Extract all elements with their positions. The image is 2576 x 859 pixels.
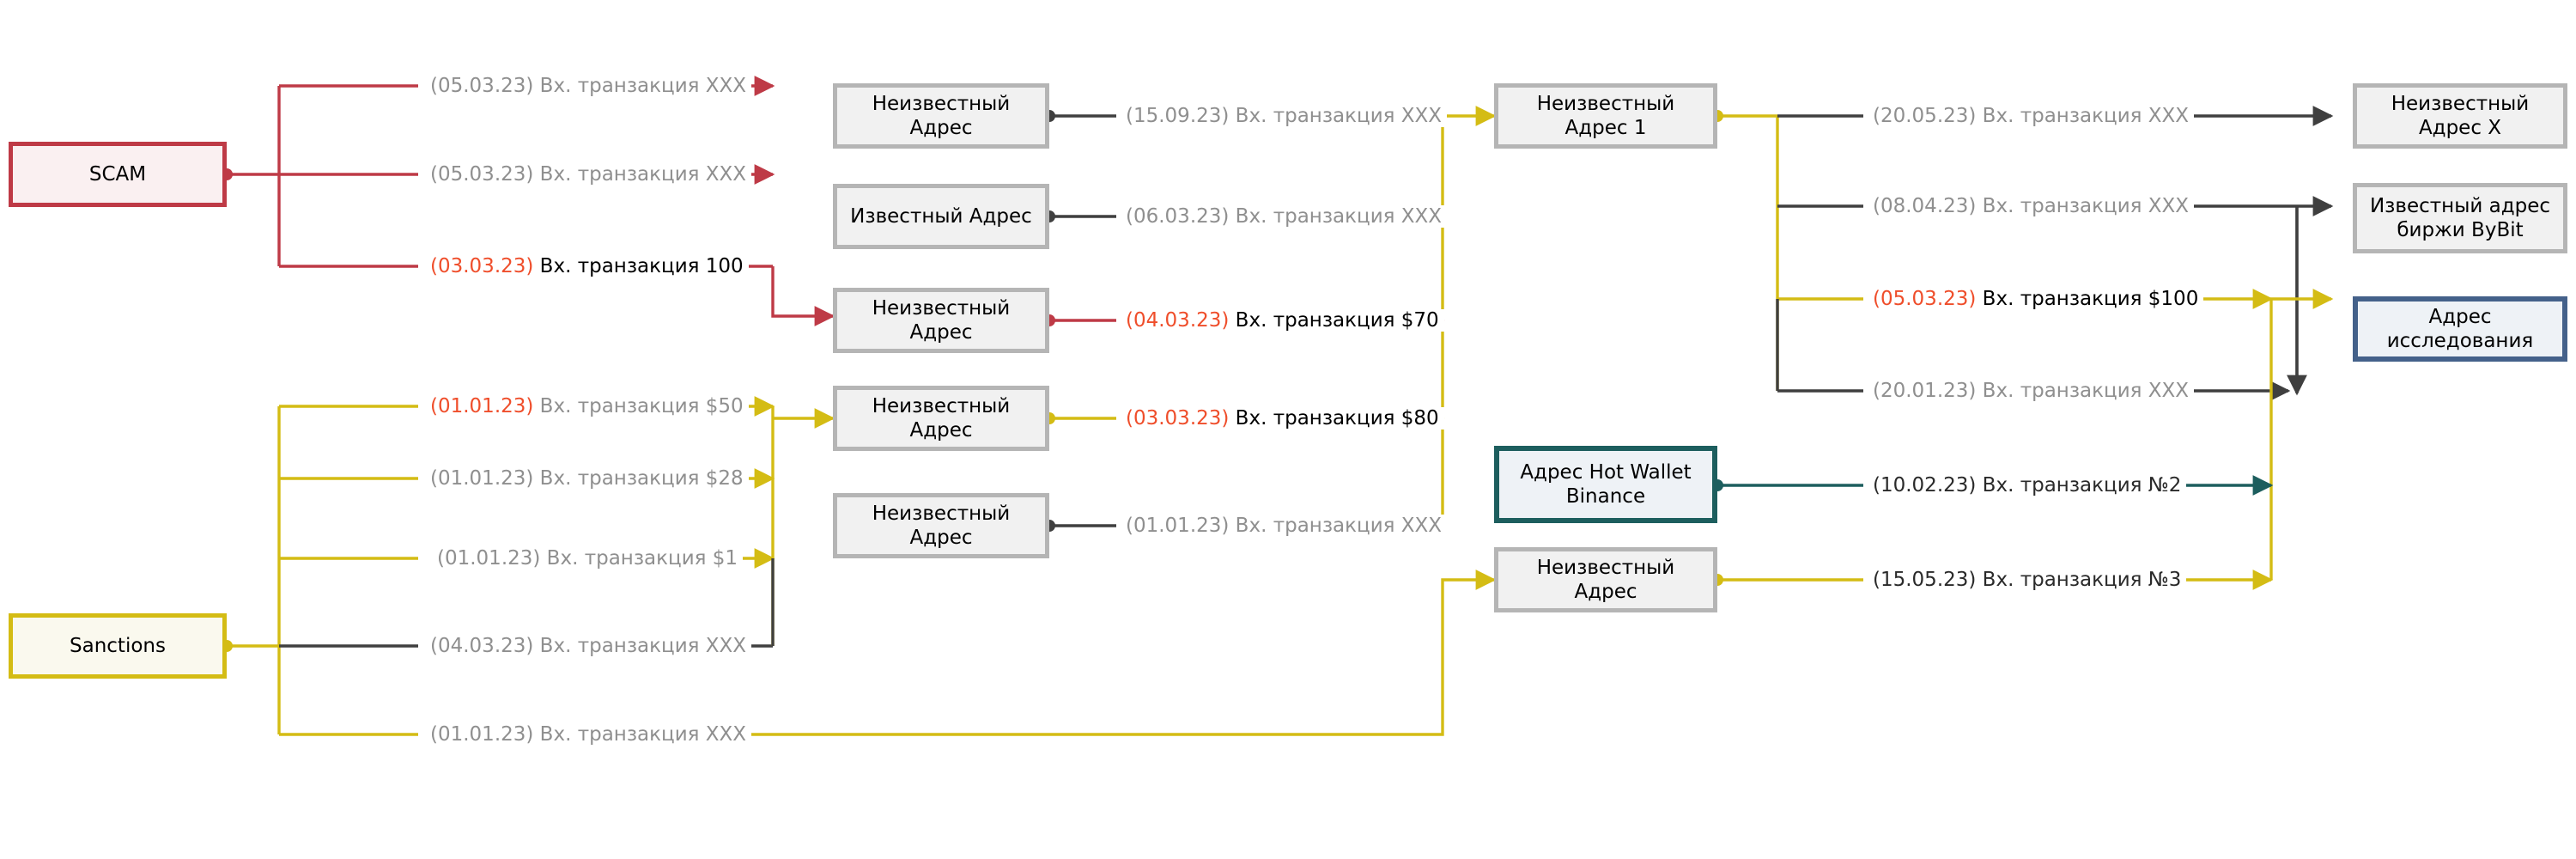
node-c4c[interactable]: Адрес исследования — [2353, 296, 2567, 362]
node-scam-label: SCAM — [88, 162, 147, 186]
node-c2a-label: Неизвестный Адрес — [872, 92, 1011, 139]
node-c2b-label: Известный Адрес — [850, 204, 1032, 228]
node-c3c[interactable]: Неизвестный Адрес — [1494, 547, 1717, 612]
edge-label-mid-4-text: Вх. транзакция $80 — [1229, 407, 1439, 430]
edge-label-right-2-text: Вх. транзакция XXX — [1976, 195, 2190, 217]
edge-label-right-2-date: (08.04.23) — [1873, 195, 1977, 217]
node-c4a[interactable]: Неизвестный Адрес X — [2353, 83, 2567, 149]
edge-label-right-1-text: Вх. транзакция XXX — [1976, 105, 2190, 127]
edge-label-mid-2: (06.03.23) Вх. транзакция XXX — [1121, 205, 1448, 228]
edge-label-right-6-date: (15.05.23) — [1873, 569, 1977, 591]
edge-label-scam-3-date: (03.03.23) — [430, 255, 534, 277]
edge-label-sanc-4: (04.03.23) Вх. транзакция XXX — [425, 635, 752, 657]
edge-label-mid-4: (03.03.23) Вх. транзакция $80 — [1121, 407, 1444, 430]
node-c3b-label: Адрес Hot Wallet Binance — [1520, 460, 1692, 508]
edge-label-scam-1-text: Вх. транзакция XXX — [533, 75, 747, 97]
edge-label-mid-5: (01.01.23) Вх. транзакция XXX — [1121, 515, 1448, 537]
edge-label-sanc-5: (01.01.23) Вх. транзакция XXX — [425, 723, 752, 746]
edge-label-mid-2-date: (06.03.23) — [1126, 205, 1230, 228]
node-c4b-label: Известный адрес биржи ByBit — [2369, 194, 2551, 241]
edge-label-mid-3: (04.03.23) Вх. транзакция $70 — [1121, 309, 1444, 332]
node-c2d-label: Неизвестный Адрес — [872, 394, 1011, 442]
edge-label-scam-3: (03.03.23) Вх. транзакция 100 — [425, 255, 749, 277]
edge-label-sanc-2-date: (01.01.23) — [430, 467, 534, 490]
node-c4c-label: Адрес исследования — [2386, 305, 2534, 352]
edge-label-mid-3-text: Вх. транзакция $70 — [1229, 309, 1439, 332]
edge-label-sanc-2-text: Вх. транзакция $28 — [533, 467, 744, 490]
edge-label-sanc-5-text: Вх. транзакция XXX — [533, 723, 747, 746]
edge-label-mid-2-text: Вх. транзакция XXX — [1229, 205, 1443, 228]
edge-label-right-4: (20.01.23) Вх. транзакция XXX — [1868, 380, 2195, 402]
edge-label-right-3: (05.03.23) Вх. транзакция $100 — [1868, 288, 2204, 310]
node-c3a-label: Неизвестный Адрес 1 — [1536, 92, 1675, 139]
node-sanctions[interactable]: Sanctions — [9, 613, 227, 679]
node-c2e-label: Неизвестный Адрес — [872, 502, 1011, 549]
edge-label-sanc-2: (01.01.23) Вх. транзакция $28 — [425, 467, 749, 490]
edge-label-scam-2-date: (05.03.23) — [430, 163, 534, 186]
edge-label-right-5-text: Вх. транзакция №2 — [1976, 474, 2182, 497]
edge-label-sanc-1: (01.01.23) Вх. транзакция $50 — [425, 395, 749, 417]
edge-label-sanc-3-text: Вх. транзакция $1 — [540, 547, 738, 570]
edge-label-scam-1: (05.03.23) Вх. транзакция XXX — [425, 75, 752, 97]
node-sanctions-label: Sanctions — [70, 634, 166, 657]
edge-label-right-1-date: (20.05.23) — [1873, 105, 1977, 127]
node-c2b[interactable]: Известный Адрес — [833, 184, 1049, 249]
edge-label-mid-1-text: Вх. транзакция XXX — [1229, 105, 1443, 127]
edge-label-sanc-1-date: (01.01.23) — [430, 395, 534, 417]
node-scam[interactable]: SCAM — [9, 142, 227, 207]
node-c4b[interactable]: Известный адрес биржи ByBit — [2353, 183, 2567, 253]
node-c4a-label: Неизвестный Адрес X — [2391, 92, 2530, 139]
edge-label-right-6: (15.05.23) Вх. транзакция №3 — [1868, 569, 2187, 591]
edge-label-mid-5-text: Вх. транзакция XXX — [1229, 515, 1443, 537]
edge-label-right-4-text: Вх. транзакция XXX — [1976, 380, 2190, 402]
edge-label-right-3-text: Вх. транзакция $100 — [1976, 288, 2199, 310]
edge-label-scam-2: (05.03.23) Вх. транзакция XXX — [425, 163, 752, 186]
node-c2c-label: Неизвестный Адрес — [872, 296, 1011, 344]
node-c3c-label: Неизвестный Адрес — [1536, 556, 1675, 603]
node-c2d[interactable]: Неизвестный Адрес — [833, 386, 1049, 451]
edge-label-mid-4-date: (03.03.23) — [1126, 407, 1230, 430]
edge-label-right-6-text: Вх. транзакция №3 — [1976, 569, 2182, 591]
edge-label-scam-3-text: Вх. транзакция 100 — [533, 255, 744, 277]
edge-label-scam-1-date: (05.03.23) — [430, 75, 534, 97]
edge-label-right-4-date: (20.01.23) — [1873, 380, 1977, 402]
edge-label-sanc-4-text: Вх. транзакция XXX — [533, 635, 747, 657]
edge-label-mid-3-date: (04.03.23) — [1126, 309, 1230, 332]
edge-label-scam-2-text: Вх. транзакция XXX — [533, 163, 747, 186]
node-c3a[interactable]: Неизвестный Адрес 1 — [1494, 83, 1717, 149]
edge-label-sanc-3: (01.01.23) Вх. транзакция $1 — [432, 547, 744, 570]
edge-label-mid-1: (15.09.23) Вх. транзакция XXX — [1121, 105, 1448, 127]
node-c2a[interactable]: Неизвестный Адрес — [833, 83, 1049, 149]
node-c2e[interactable]: Неизвестный Адрес — [833, 493, 1049, 558]
edge-label-right-1: (20.05.23) Вх. транзакция XXX — [1868, 105, 2195, 127]
edge-label-right-5: (10.02.23) Вх. транзакция №2 — [1868, 474, 2187, 497]
edge-label-sanc-5-date: (01.01.23) — [430, 723, 534, 746]
edge-label-right-3-date: (05.03.23) — [1873, 288, 1977, 310]
edge-label-right-2: (08.04.23) Вх. транзакция XXX — [1868, 195, 2195, 217]
edge-label-sanc-4-date: (04.03.23) — [430, 635, 534, 657]
node-c2c[interactable]: Неизвестный Адрес — [833, 288, 1049, 353]
edge-label-sanc-3-date: (01.01.23) — [437, 547, 541, 570]
edge-label-mid-5-date: (01.01.23) — [1126, 515, 1230, 537]
node-c3b[interactable]: Адрес Hot Wallet Binance — [1494, 446, 1717, 523]
edge-label-mid-1-date: (15.09.23) — [1126, 105, 1230, 127]
edge-label-right-5-date: (10.02.23) — [1873, 474, 1977, 497]
edge-label-sanc-1-text: Вх. транзакция $50 — [533, 395, 744, 417]
